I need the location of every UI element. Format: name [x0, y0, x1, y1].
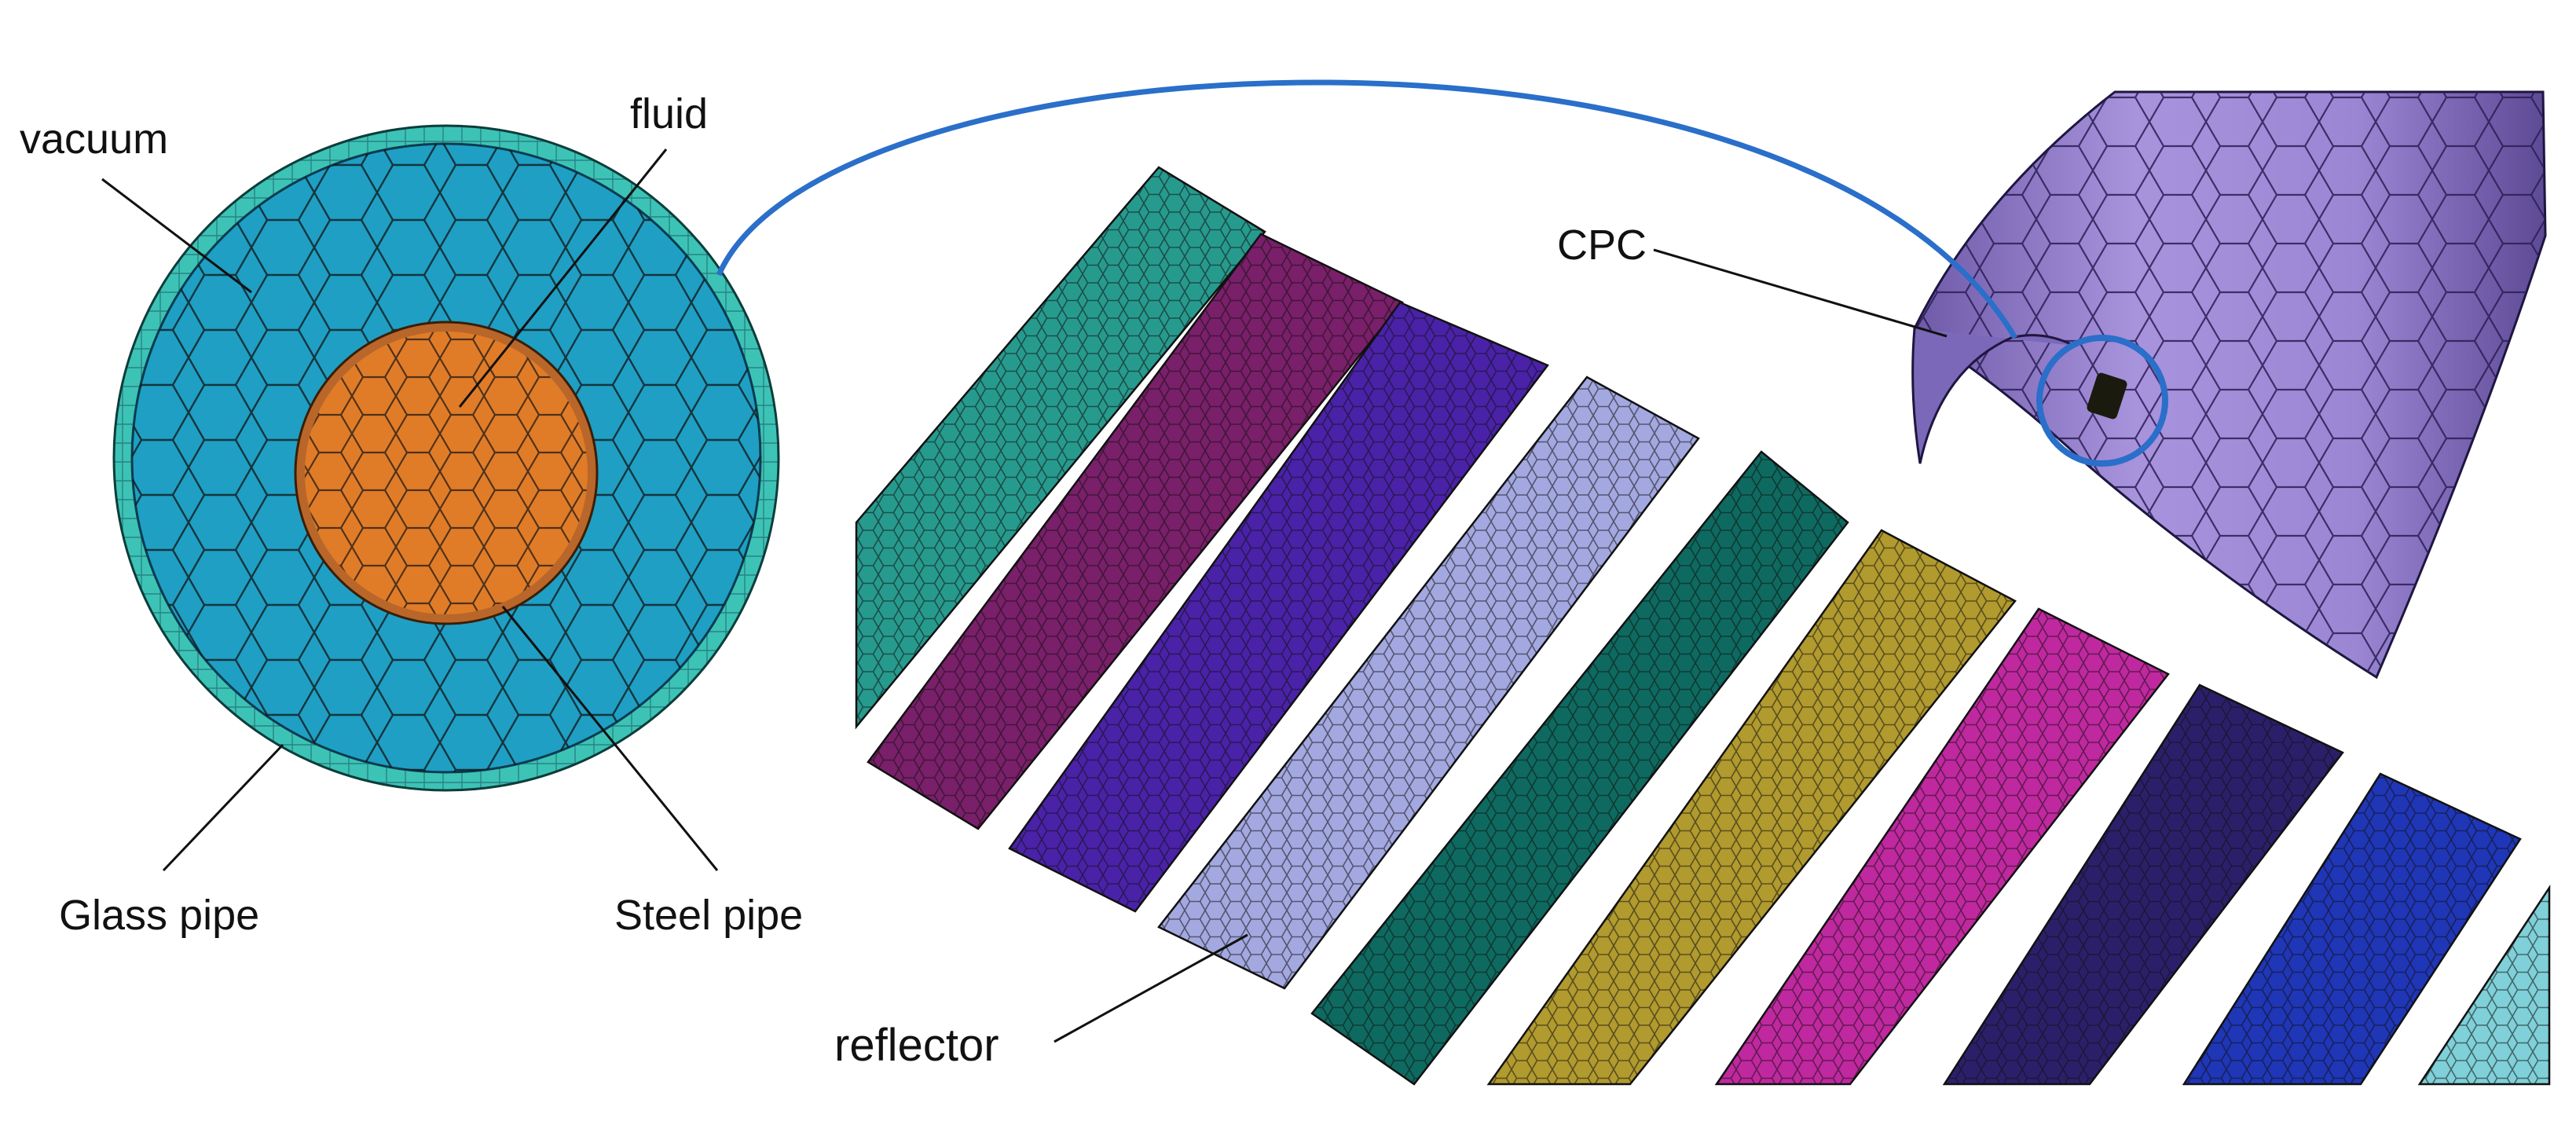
reflector-strip-mesh-3: [1010, 302, 1548, 911]
leader-vacuum: [101, 178, 252, 294]
reflector-strip-mesh-4: [1159, 377, 1698, 988]
pipe-cross-section: [112, 124, 780, 792]
leader-lines: [101, 148, 1948, 1043]
reflector-strip-mesh-8: [1944, 685, 2343, 1084]
label-glass-pipe: Glass pipe: [59, 892, 259, 939]
labels: vacuum fluid Glass pipe Steel pipe CPC r…: [20, 90, 1647, 1071]
magnifier-circle-icon: [2036, 335, 2168, 467]
reflector-strip-mesh-10: [2420, 888, 2549, 1084]
label-cpc: CPC: [1557, 222, 1647, 269]
label-vacuum: vacuum: [20, 115, 168, 163]
reflector-strip-mesh-7: [1717, 609, 2168, 1084]
reflector-strips: [855, 166, 2551, 1086]
leader-fluid: [458, 148, 668, 408]
reflector-strip-mesh-6: [1489, 530, 2015, 1084]
callout-arc: [716, 79, 2018, 339]
cpc-trough: [1911, 90, 2547, 680]
leader-cpc: [1653, 248, 1948, 338]
label-fluid: fluid: [630, 90, 708, 137]
receiver-tube-icon: [2087, 372, 2127, 420]
leader-reflector: [1053, 933, 1248, 1043]
label-steel-pipe: Steel pipe: [614, 892, 803, 939]
cpc-inner-edge: [1911, 328, 2075, 464]
leader-steel-pipe: [501, 606, 719, 871]
reflector-strip-mesh-5: [1312, 452, 1848, 1084]
reflector-strip-mesh-2: [868, 234, 1402, 829]
reflector-strip-mesh-1: [856, 167, 1265, 727]
label-reflector: reflector: [834, 1020, 999, 1071]
zoom-callout: [716, 79, 2168, 467]
leader-glass-pipe: [162, 743, 284, 872]
reflector-strip-mesh-9: [2184, 774, 2520, 1084]
